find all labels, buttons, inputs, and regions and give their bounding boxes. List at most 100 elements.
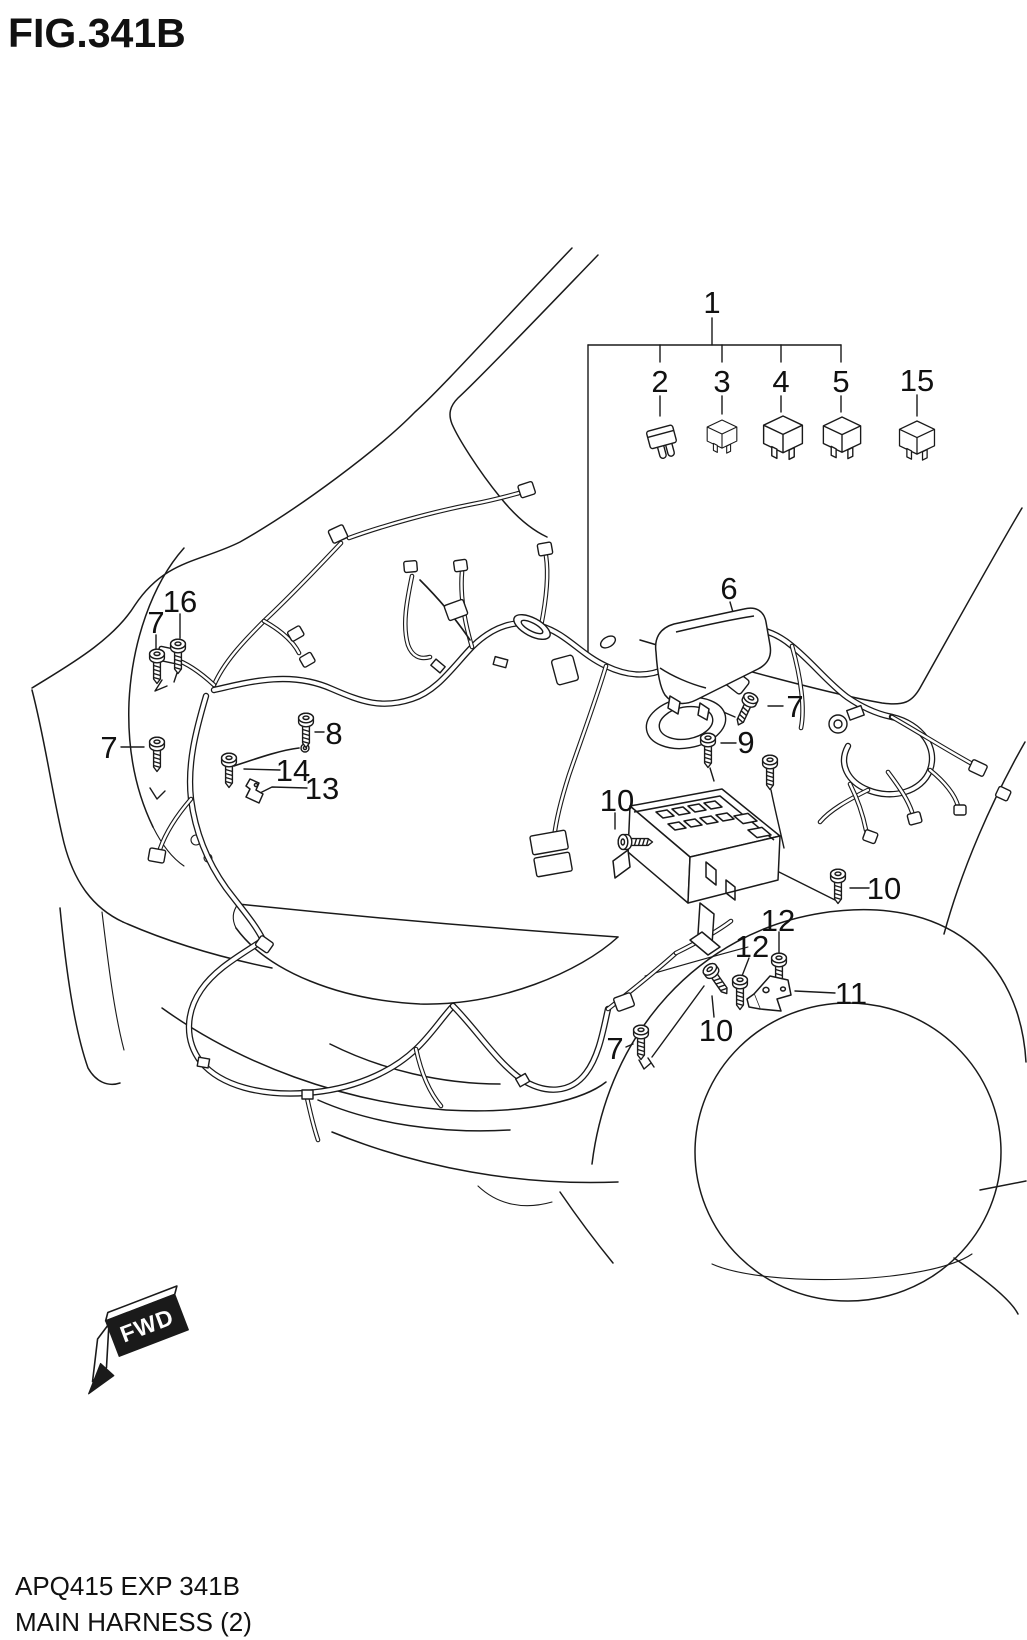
connector-cap	[452, 558, 469, 573]
connector	[906, 811, 923, 826]
cowl-edge-inner	[449, 254, 599, 538]
bumper-left-inner	[101, 911, 125, 1051]
callout-10-left: 10	[600, 783, 634, 818]
callout-8: 8	[325, 716, 342, 751]
harness-clip	[514, 1072, 531, 1088]
wiring-harness	[157, 490, 979, 1143]
grille-line-1	[329, 1043, 501, 1085]
leader-11	[794, 990, 836, 994]
callout-15: 15	[900, 363, 934, 398]
connector-cap	[327, 524, 349, 544]
headlamp-top	[237, 903, 619, 938]
ground-wire-8	[233, 747, 300, 767]
bumper-top-left	[122, 921, 273, 969]
harness-right-stub-1	[927, 767, 961, 809]
callout-7-left: 7	[100, 730, 117, 765]
callout-7-topleft: 7	[147, 605, 164, 640]
leader-13	[259, 786, 308, 794]
tape-ring-inner	[520, 619, 544, 635]
figure-code: APQ415 EXP 341B	[15, 1571, 241, 1601]
callout-11: 11	[835, 976, 867, 1011]
screw-icon-10-bottom	[700, 960, 734, 999]
battery-connector	[529, 829, 569, 856]
screw-icon-12b	[731, 974, 749, 1011]
connector	[968, 759, 988, 777]
harness-clip	[196, 1056, 211, 1069]
callout-6: 6	[720, 571, 737, 606]
callout-5: 5	[832, 364, 849, 399]
sill-line	[979, 1180, 1027, 1191]
fwd-arrow-icon: FWD	[88, 1285, 189, 1395]
connector-block	[550, 654, 580, 686]
callout-4: 4	[772, 364, 789, 399]
callout-2: 2	[651, 364, 668, 399]
relay-icon	[822, 416, 862, 460]
mount-bracket-icon	[746, 975, 792, 1012]
leader-7-bottom	[625, 1043, 652, 1070]
connector	[613, 992, 635, 1012]
screw-icon-9	[699, 732, 717, 769]
grommet-hole	[833, 719, 843, 729]
harness-clip-icon	[245, 778, 264, 804]
clamp	[846, 704, 865, 721]
callout-12a: 12	[761, 903, 795, 938]
vehicle-outline	[31, 247, 1027, 1315]
connector	[298, 651, 316, 668]
callout-16: 16	[163, 584, 197, 619]
leader-12b	[741, 957, 750, 977]
connector	[254, 935, 274, 954]
harness-left-stub-2	[157, 796, 194, 852]
bumper-detail	[477, 1185, 553, 1207]
figure-footer: APQ415 EXP 341B MAIN HARNESS (2)	[15, 1568, 252, 1640]
relay-icon	[762, 415, 804, 461]
leader-9b	[770, 789, 785, 849]
bumper-corner	[559, 1191, 614, 1264]
callout-12b: 12	[735, 929, 769, 964]
connector-cap	[403, 559, 419, 574]
screw-icon-9b	[761, 754, 779, 791]
pointer-7-left	[149, 787, 166, 800]
bumper-lower-edge	[331, 1131, 619, 1184]
connector	[994, 785, 1012, 802]
rocker-curve	[953, 1257, 1019, 1315]
screw-icon-7-mid	[730, 690, 761, 729]
connector	[147, 847, 167, 864]
harness-clip	[301, 1089, 314, 1100]
wheel-arch-inner	[694, 1002, 1002, 1302]
grille-line-2	[317, 1099, 511, 1132]
relay-box-icon	[612, 788, 781, 956]
screw-icon-14	[220, 752, 238, 789]
connector	[953, 804, 967, 816]
screw-icon-7-left	[148, 736, 166, 773]
relay-icon	[898, 420, 936, 461]
flat-terminal	[430, 658, 446, 674]
connector	[286, 625, 305, 642]
blade-fuse-icon	[645, 423, 681, 462]
bumper-edge-thin	[644, 946, 749, 977]
fender-inner-left	[127, 547, 185, 828]
callout-13: 13	[305, 771, 339, 806]
leader-14	[243, 768, 281, 771]
callout-3: 3	[713, 364, 730, 399]
flat-terminal	[492, 655, 509, 669]
leader-10-right	[776, 870, 870, 901]
fender-arch-outer	[591, 908, 1027, 1165]
harness-left-drop	[186, 692, 267, 944]
callout-7-bottom: 7	[606, 1031, 623, 1066]
bumper-mid-curve	[161, 1007, 607, 1112]
body-side-right	[943, 741, 1026, 935]
callout-labels: 1 2 3 4 5 15 6 16 7 7 8 14 13 7 9 10 10 …	[100, 285, 934, 1066]
fuse-box-cover-icon	[654, 607, 772, 721]
connector-cap	[517, 480, 537, 499]
callout-14: 14	[276, 753, 310, 788]
connector-cap	[536, 541, 554, 557]
connector-block	[443, 598, 469, 622]
figure-title: FIG.341B	[8, 10, 186, 56]
fender-lip	[152, 826, 185, 867]
ring-terminal	[599, 635, 617, 649]
screw-icon-8	[297, 712, 315, 749]
relay-icon	[706, 419, 738, 454]
tire-bottom	[711, 1253, 973, 1281]
